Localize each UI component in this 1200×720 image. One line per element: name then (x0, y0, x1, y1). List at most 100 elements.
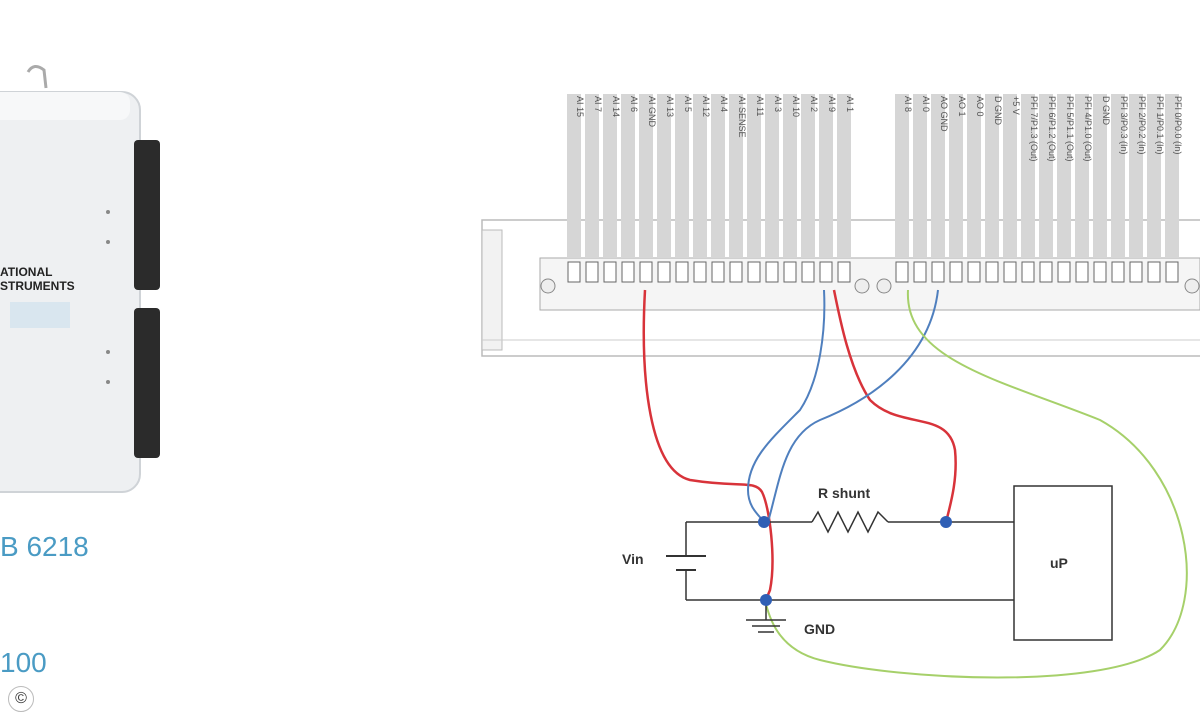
screw-terminal (1003, 261, 1017, 283)
screw-terminal (931, 261, 945, 283)
pin-label: D GND (1101, 96, 1111, 126)
pin-lead (1165, 94, 1179, 258)
screw-terminal (1111, 261, 1125, 283)
pin-label: D GND (993, 96, 1003, 126)
screw-terminal (675, 261, 689, 283)
pin-label: AI 0 (921, 96, 931, 112)
pin-label: PFI 4/P1.0 (Out) (1083, 96, 1093, 162)
screw-terminal (1147, 261, 1161, 283)
shunt-resistor (811, 510, 889, 534)
pin-lead (819, 94, 833, 258)
pin-lead (639, 94, 653, 258)
pin-lead (1129, 94, 1143, 258)
pin-label: PFI 5/P1.1 (Out) (1065, 96, 1075, 162)
pin-lead (1057, 94, 1071, 258)
wire-red-ai-gnd (642, 289, 774, 606)
pin-lead (675, 94, 689, 258)
pin-label: PFI 3/P0.3 (In) (1119, 96, 1129, 155)
screw-terminal (729, 261, 743, 283)
pin-lead (1003, 94, 1017, 258)
wire-red-ai-1 (832, 289, 957, 523)
pin-lead (711, 94, 725, 258)
screw-terminal (1165, 261, 1179, 283)
pin-label: PFI 0/P0.0 (In) (1173, 96, 1183, 155)
screw-terminal (1039, 261, 1053, 283)
shunt-label: R shunt (818, 485, 870, 501)
screw-terminal (913, 261, 927, 283)
screw-terminal (621, 261, 635, 283)
screw-terminal (765, 261, 779, 283)
screw-terminal (949, 261, 963, 283)
screw-terminal (819, 261, 833, 283)
pin-label: AI 3 (773, 96, 783, 112)
pin-lead (657, 94, 671, 258)
pin-label: AO 1 (957, 96, 967, 117)
daq-device: ATIONAL STRUMENTS (0, 65, 160, 493)
screw-terminals (540, 261, 1200, 294)
pin-lead (985, 94, 999, 258)
pin-label: AI 14 (611, 96, 621, 117)
pin-lead (931, 94, 945, 258)
pin-label: AO 0 (975, 96, 985, 117)
pin-label: AI SENSE (737, 96, 747, 138)
pin-lead (765, 94, 779, 258)
load-box (1013, 485, 1113, 641)
device-model-label-2: 100 (0, 647, 47, 678)
pin-lead (837, 94, 851, 258)
screw-terminal (837, 261, 851, 283)
screw-terminal-block-top (134, 140, 160, 290)
screw-terminal (693, 261, 707, 283)
pin-label: AI 13 (665, 96, 675, 117)
pin-lead (967, 94, 981, 258)
pin-label: AI 2 (809, 96, 819, 112)
pin-label: AI 10 (791, 96, 801, 117)
copyright-icon: © (8, 686, 34, 712)
pin-label: AI 1 (845, 96, 855, 112)
pin-label: AI 4 (719, 96, 729, 112)
node-left (758, 516, 770, 528)
node-gnd (760, 594, 772, 606)
node-right (940, 516, 952, 528)
mounting-screw (1184, 278, 1200, 294)
pin-label: AI 6 (629, 96, 639, 112)
pin-label: AI 12 (701, 96, 711, 117)
pin-lead (621, 94, 635, 258)
screw-terminal (603, 261, 617, 283)
pin-label: AO GND (939, 96, 949, 132)
pin-label: AI 9 (827, 96, 837, 112)
pin-lead (949, 94, 963, 258)
screw-terminal (1057, 261, 1071, 283)
pin-lead (693, 94, 707, 258)
pin-label: AI 11 (755, 96, 765, 116)
pin-lead (801, 94, 815, 258)
pin-lead (1039, 94, 1053, 258)
pin-label: PFI 2/P0.2 (In) (1137, 96, 1147, 155)
pin-lead (747, 94, 761, 258)
pin-lead (729, 94, 743, 258)
screw-terminal (639, 261, 653, 283)
pin-label: AI 8 (903, 96, 913, 112)
device-brand-line1: ATIONAL (0, 265, 52, 279)
mounting-screw (854, 278, 870, 294)
screw-terminal (747, 261, 761, 283)
pin-label: AI 7 (593, 96, 603, 112)
screw-terminal (711, 261, 725, 283)
pin-lead (1147, 94, 1161, 258)
pin-lead (567, 94, 581, 258)
pin-lead (1075, 94, 1089, 258)
screw-terminal (967, 261, 981, 283)
pin-label: PFI 6/P1.2 (Out) (1047, 96, 1057, 162)
screw-terminal (567, 261, 581, 283)
wire-blue-ai-9 (746, 289, 826, 523)
usb-cable (26, 65, 48, 89)
pin-label: PFI 1/P0.1 (In) (1155, 96, 1165, 155)
pin-label: PFI 7/P1.3 (Out) (1029, 96, 1039, 162)
device-brand-line2: STRUMENTS (0, 279, 75, 293)
vin-label: Vin (622, 551, 644, 567)
pin-label: AI 5 (683, 96, 693, 112)
screw-terminal (985, 261, 999, 283)
screw-terminal (1021, 261, 1035, 283)
